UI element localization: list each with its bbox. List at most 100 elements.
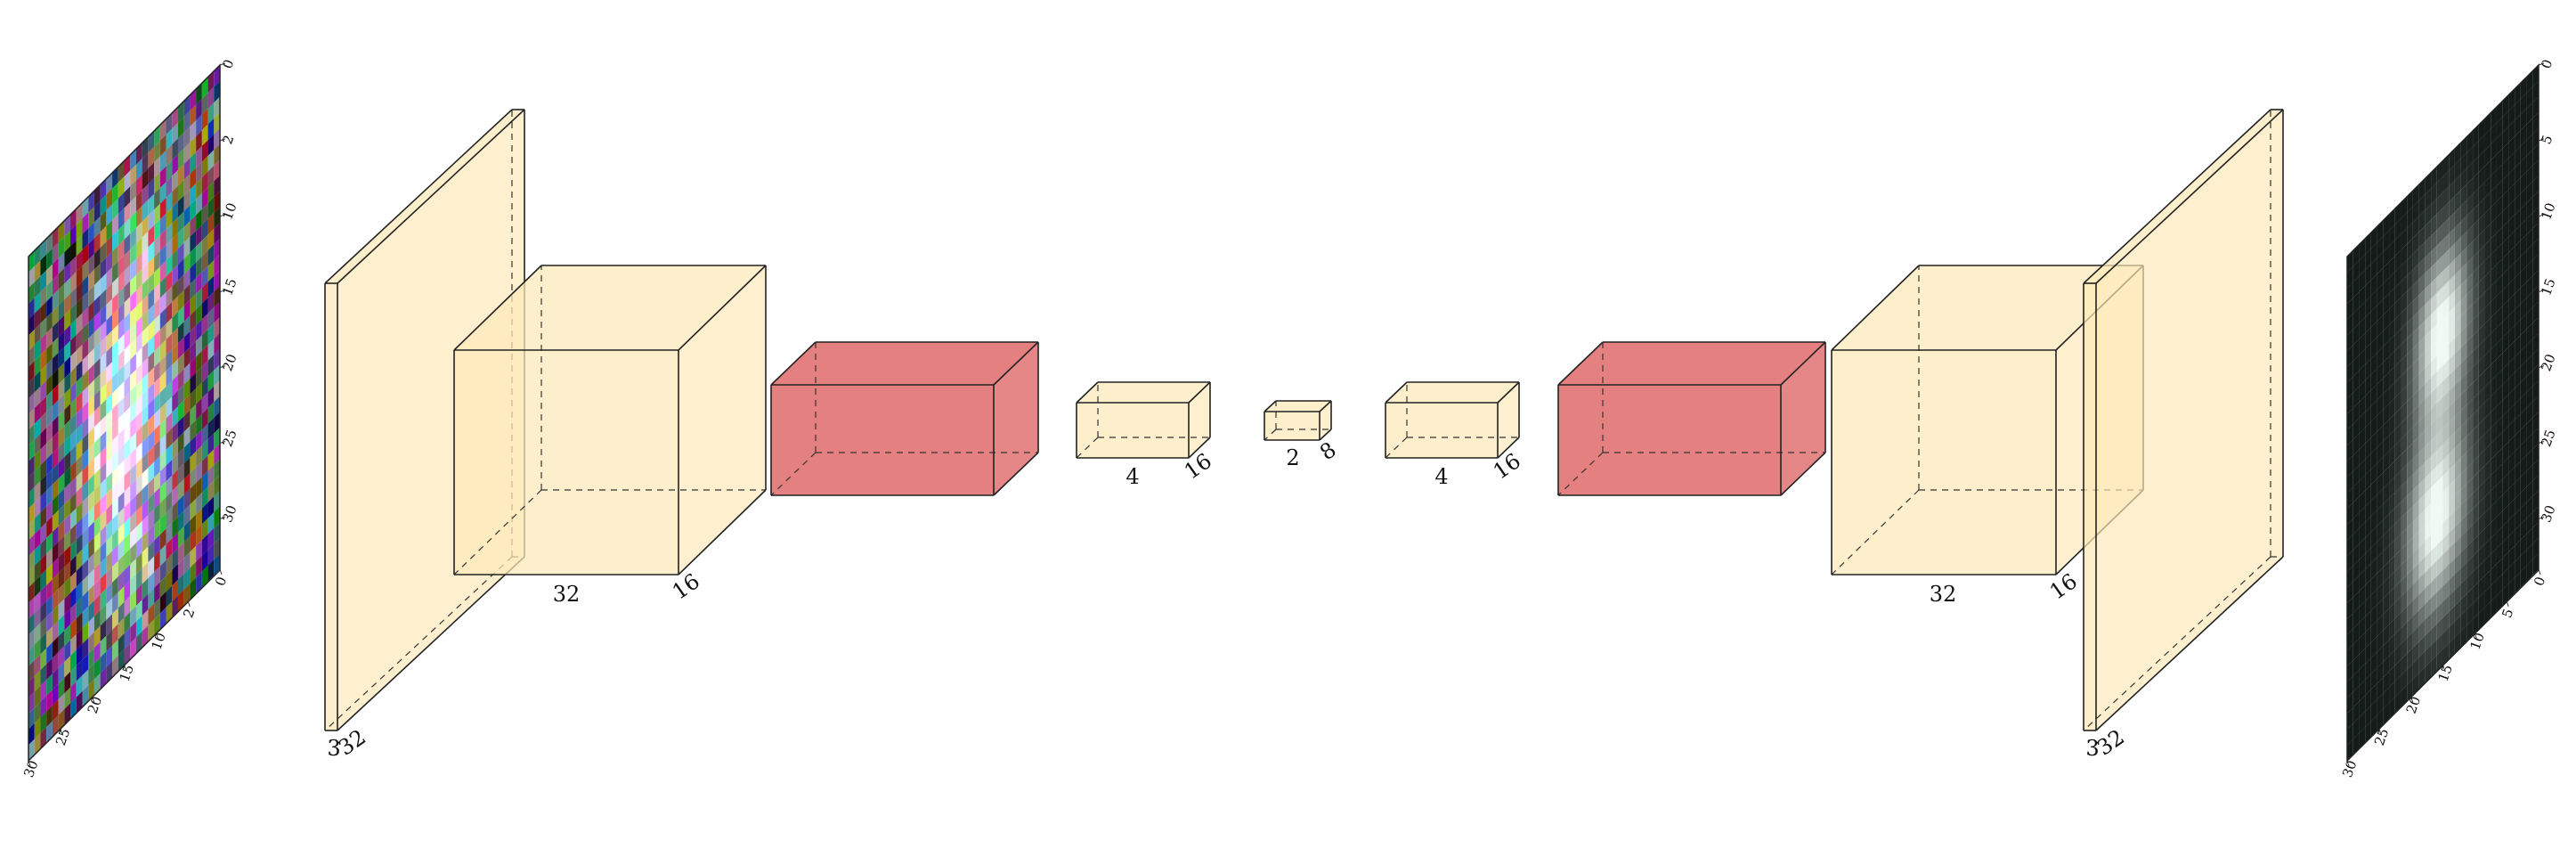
- image-pixel: [93, 625, 101, 649]
- image-pixel: [183, 252, 191, 274]
- image-pixel: [40, 459, 47, 481]
- image-pixel: [2454, 552, 2461, 575]
- input-tick-right: [219, 516, 226, 519]
- image-pixel: [159, 197, 167, 220]
- image-pixel: [148, 509, 155, 531]
- image-pixel: [82, 196, 89, 219]
- image-pixel: [135, 411, 142, 433]
- image-pixel: [190, 436, 197, 458]
- image-pixel: [154, 140, 160, 163]
- image-pixel: [2526, 464, 2533, 487]
- image-pixel: [2401, 196, 2408, 219]
- image-pixel: [2473, 377, 2479, 399]
- bottleneck-edge: [1319, 428, 1332, 441]
- image-pixel: [2491, 280, 2497, 302]
- image-pixel: [2454, 143, 2461, 165]
- image-pixel: [2491, 437, 2497, 460]
- image-pixel: [100, 462, 107, 485]
- image-pixel: [2353, 323, 2360, 346]
- image-pixel: [183, 189, 191, 212]
- image-pixel: [2502, 583, 2509, 606]
- output-tick-label-bottom: 30: [2339, 758, 2360, 779]
- image-pixel: [2353, 291, 2360, 314]
- image-pixel: [2484, 175, 2491, 198]
- image-pixel: [70, 555, 77, 577]
- image-pixel: [2526, 543, 2533, 566]
- image-pixel: [2394, 218, 2401, 241]
- image-pixel: [2377, 519, 2384, 543]
- image-pixel: [2466, 509, 2474, 531]
- image-pixel: [2377, 347, 2384, 369]
- image-pixel: [2365, 626, 2371, 649]
- image-pixel: [2520, 329, 2527, 351]
- image-pixel: [2526, 386, 2533, 408]
- image-pixel: [130, 432, 136, 454]
- dec-conv-2-edge: [1831, 265, 1920, 351]
- image-pixel: [2359, 443, 2366, 466]
- image-pixel: [2520, 108, 2527, 131]
- image-pixel: [34, 527, 41, 551]
- image-pixel: [2425, 487, 2432, 510]
- image-pixel: [2502, 189, 2509, 212]
- image-pixel: [64, 371, 71, 395]
- image-pixel: [2353, 654, 2360, 676]
- image-pixel: [2394, 376, 2401, 398]
- image-pixel: [70, 492, 77, 515]
- image-pixel: [2370, 604, 2377, 627]
- image-pixel: [2353, 480, 2360, 503]
- image-pixel: [2502, 252, 2509, 274]
- image-pixel: [2389, 508, 2395, 530]
- image-pixel: [70, 649, 77, 672]
- image-pixel: [2532, 332, 2539, 355]
- image-pixel: [2454, 379, 2461, 402]
- input-tick-label-right: 15: [219, 276, 240, 298]
- image-pixel: [2484, 601, 2491, 624]
- image-pixel: [172, 233, 178, 255]
- image-pixel: [196, 303, 202, 326]
- image-pixel: [172, 296, 178, 318]
- image-pixel: [135, 331, 142, 354]
- image-pixel: [190, 135, 197, 159]
- image-pixel: [2383, 451, 2390, 473]
- image-pixel: [64, 230, 71, 253]
- image-pixel: [207, 464, 215, 487]
- input-tick-right: [219, 290, 226, 293]
- image-pixel: [2502, 110, 2509, 133]
- image-pixel: [106, 503, 113, 526]
- image-pixel: [93, 232, 101, 254]
- image-pixel: [2370, 399, 2377, 422]
- image-pixel: [2502, 347, 2509, 369]
- image-pixel: [100, 635, 107, 657]
- image-pixel: [2425, 330, 2432, 353]
- enc-conv-1-hidden-edge: [453, 489, 542, 575]
- image-pixel: [148, 429, 155, 453]
- image-pixel: [2407, 253, 2413, 276]
- image-pixel: [70, 256, 77, 278]
- image-pixel: [40, 633, 47, 655]
- image-pixel: [58, 378, 65, 400]
- image-pixel: [201, 534, 208, 556]
- image-pixel: [2389, 492, 2395, 515]
- image-pixel: [2425, 377, 2432, 400]
- image-pixel: [2365, 657, 2371, 681]
- output-tick-label-right: 5: [2538, 133, 2556, 146]
- image-pixel: [76, 549, 83, 572]
- image-pixel: [207, 275, 215, 298]
- image-pixel: [28, 722, 35, 746]
- image-pixel: [106, 220, 113, 242]
- image-pixel: [118, 381, 125, 404]
- image-pixel: [52, 226, 59, 249]
- image-pixel: [100, 305, 107, 327]
- image-pixel: [142, 357, 149, 380]
- image-pixel: [2359, 648, 2366, 671]
- image-pixel: [2425, 346, 2432, 368]
- image-pixel: [2418, 510, 2426, 532]
- image-pixel: [190, 293, 197, 316]
- image-pixel: [2407, 521, 2413, 543]
- image-pixel: [196, 397, 202, 420]
- image-pixel: [2401, 527, 2408, 550]
- image-pixel: [28, 265, 35, 289]
- image-pixel: [28, 660, 35, 682]
- image-pixel: [106, 614, 113, 636]
- image-pixel: [2394, 470, 2401, 493]
